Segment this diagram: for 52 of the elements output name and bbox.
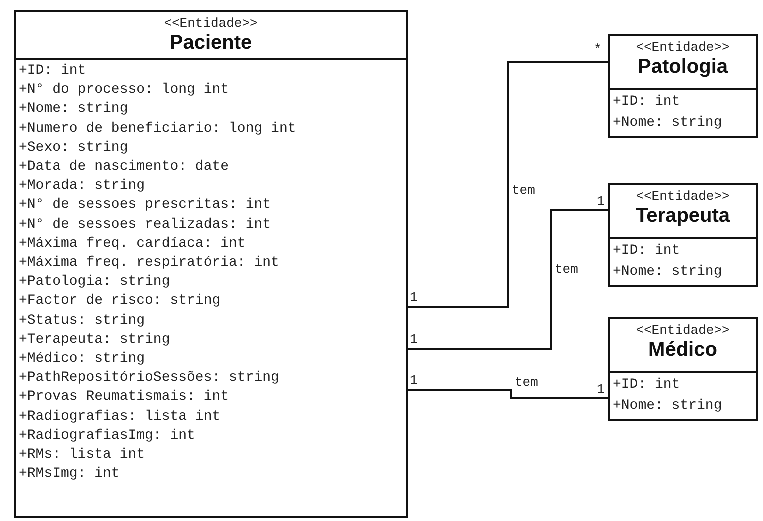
class-name: Terapeuta (634, 205, 732, 228)
entity-class-box (14, 10, 408, 518)
attribute-text: +ID: int (612, 376, 682, 395)
association-line (408, 209, 608, 350)
attribute-text: +RadiografiasImg: int (18, 426, 196, 446)
attribute-text: +N° de sessoes realizadas: int (18, 216, 272, 235)
attribute-text: +RMsImg: int (18, 465, 121, 484)
entity-class-box (608, 34, 758, 138)
attribute-text: +Morada: string (18, 177, 146, 196)
attribute-text: +ID: int (612, 93, 682, 112)
attribute-text: +Status: string (18, 312, 146, 331)
association-line (408, 389, 608, 399)
attribute-text: +Data de nascimento: date (18, 158, 230, 178)
attribute-text: +Terapeuta: string (18, 330, 172, 350)
multiplicity-label: 1 (410, 290, 418, 305)
stereotype-label: <<Entidade>> (635, 188, 731, 205)
attribute-text: +Nome: string (612, 263, 724, 282)
edge-label: tem (555, 262, 578, 277)
attribute-text: +Nome: string (612, 397, 724, 416)
stereotype-label: <<Entidade>> (163, 15, 259, 32)
class-name: Patologia (636, 56, 730, 79)
attribute-text: +Sexo: string (18, 138, 130, 158)
attribute-text: +Factor de risco: string (18, 292, 222, 312)
attribute-text: +Nome: string (612, 114, 724, 133)
multiplicity-label: 1 (410, 332, 418, 347)
class-name: Paciente (168, 32, 254, 55)
attribute-text: +N° do processo: long int (18, 81, 230, 100)
attribute-text: +RMs: lista int (18, 446, 146, 466)
attribute-text: +Médico: string (18, 350, 146, 370)
attribute-text: +ID: int (612, 242, 682, 261)
attribute-text: +Patologia: string (18, 273, 172, 292)
attribute-text: +Provas Reumatismais: int (18, 388, 230, 408)
entity-class-box (608, 317, 758, 421)
attribute-text: +PathRepositórioSessões: string (18, 369, 280, 388)
attribute-text: +Radiografias: lista int (18, 408, 222, 427)
attribute-text: +Máxima freq. respiratória: int (18, 254, 280, 274)
entity-class-box (608, 183, 758, 287)
attribute-text: +ID: int (18, 62, 88, 81)
multiplicity-label: 1 (410, 373, 418, 388)
attribute-text: +Nome: string (18, 100, 130, 120)
attribute-text: +Numero de beneficiario: long int (18, 120, 298, 139)
multiplicity-label: 1 (597, 194, 605, 209)
multiplicity-label: 1 (597, 382, 605, 397)
multiplicity-label: * (594, 42, 602, 57)
edge-label: tem (515, 375, 538, 390)
stereotype-label: <<Entidade>> (635, 39, 731, 56)
stereotype-label: <<Entidade>> (635, 322, 731, 339)
association-line (408, 61, 608, 308)
class-name: Médico (648, 339, 718, 362)
edge-label: tem (512, 183, 536, 198)
attribute-text: +Máxima freq. cardíaca: int (18, 234, 247, 254)
attribute-text: +N° de sessoes prescritas: int (18, 196, 272, 216)
